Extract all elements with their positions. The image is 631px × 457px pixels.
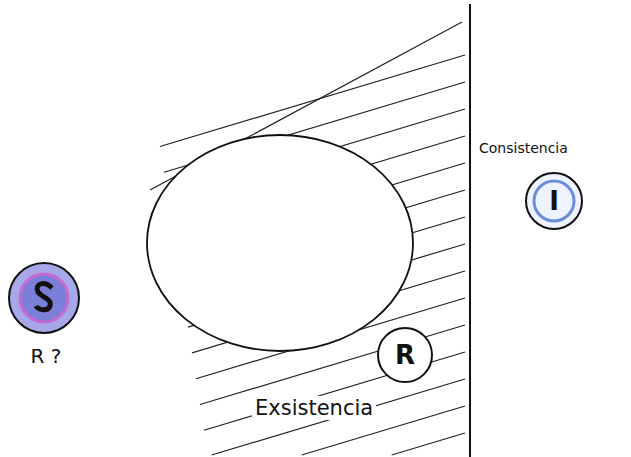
circle-node: R ? xyxy=(4,260,84,372)
empty-ellipse xyxy=(147,135,413,351)
boundary-line xyxy=(469,4,471,457)
circle-letter: R ? xyxy=(31,344,62,368)
region-label: Exsistencia xyxy=(252,396,376,420)
circle-node: I xyxy=(522,170,586,232)
hatch-line xyxy=(160,55,465,147)
circle-letter: R xyxy=(395,340,415,370)
hatch-line xyxy=(212,379,465,455)
region-label: Consistencia xyxy=(476,140,571,156)
hatch-line xyxy=(392,433,465,455)
circle-letter: I xyxy=(549,186,559,216)
circle-node: R xyxy=(374,325,436,385)
